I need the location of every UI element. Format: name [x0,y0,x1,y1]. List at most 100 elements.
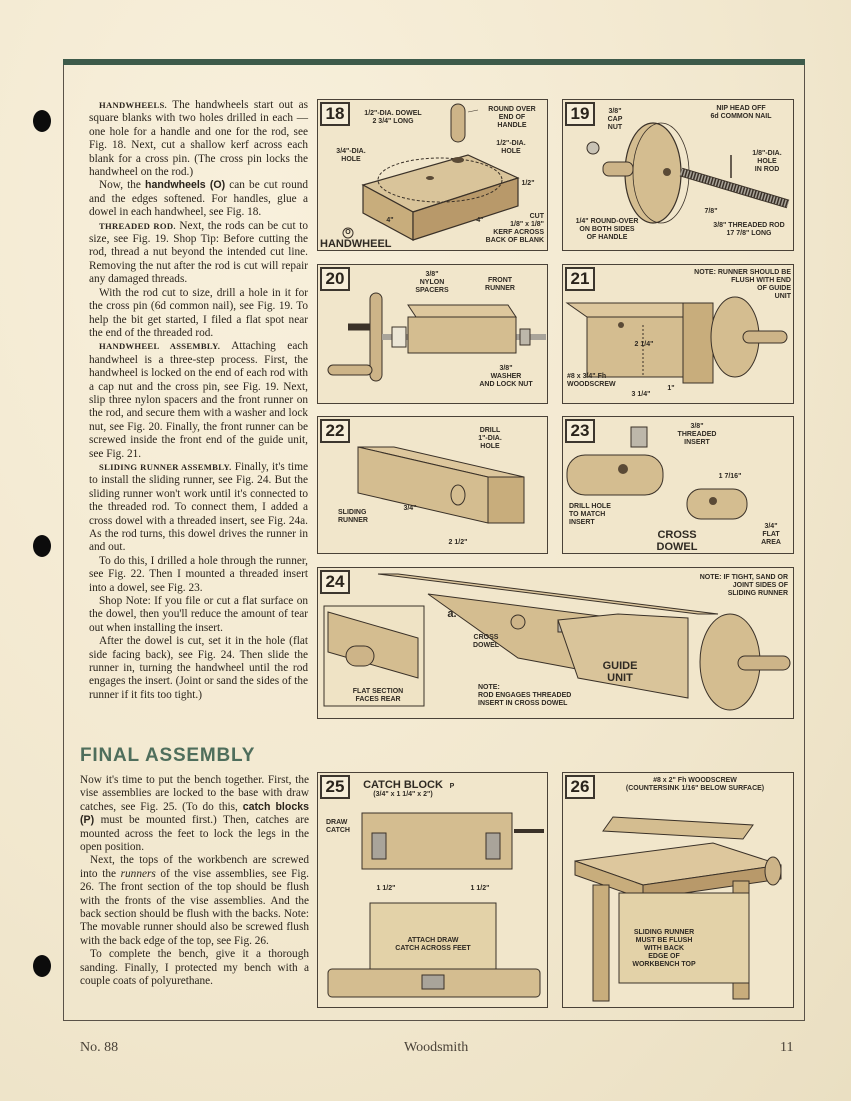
subhead: THREADED ROD. [99,220,176,231]
figure-number: 18 [320,102,350,126]
label-dim: 7/8" [704,208,718,215]
magazine-name: Woodsmith [404,1040,469,1055]
binder-hole [33,535,51,557]
sliding-runner-drawing [357,446,525,524]
page-number: 11 [780,1040,794,1055]
label-spacers: 3/8" NYLON SPACERS [415,271,449,294]
paragraph: After the dowel is cut, set it in the ho… [89,635,308,701]
label-draw-catch: DRAW CATCH [326,819,350,834]
label-flat-section: FLAT SECTION FACES REAR [352,688,404,703]
label-cross-dowel: CROSS DOWEL [472,634,500,649]
paragraph: With the rod cut to size, drill a hole i… [89,286,308,339]
figure-25: 25 CATCH BLOCK (3/4" x 1 1/4" x 2") P DR… [317,772,548,1008]
paragraph: Shop Note: If you file or cut a flat sur… [89,595,308,634]
label-washer: 3/8" WASHER AND LOCK NUT [479,365,533,388]
figure-18: 18 1/2"-DIA. DOWEL 2 3/4" LONG ROUND OVE… [317,99,548,251]
label-screw: #8 x 3/4" Fh WOODSCREW [567,373,616,388]
label-cap-nut: 3/8" CAP NUT [607,108,623,131]
paragraph: of the vise assemblies, see Fig. 26. The… [80,867,309,947]
figure-number: 20 [320,267,350,291]
front-runner-drawing [327,292,546,382]
detail-letter: a. [447,608,457,620]
label-roundover: 1/4" ROUND-OVER ON BOTH SIDES OF HANDLE [575,218,639,241]
header-rule [63,59,805,65]
cross-dowel-drawing [566,426,748,520]
paragraph: Now it's time to put the bench together.… [80,774,309,813]
part-name: CROSS DOWEL [656,529,698,553]
article-column-top: HANDWHEELS. The handwheels start out as … [89,99,308,702]
paragraph: must be mounted first.) Then, catches ar… [80,814,309,854]
label-dim: 1 1/2" [470,885,490,892]
guide-unit-drawing [565,296,788,384]
label-dim: 1/2" [521,180,535,187]
figure-number: 26 [565,775,595,799]
label-dim: 2 1/2" [448,539,468,546]
label-drill-hole: DRILL HOLE TO MATCH INSERT [569,503,611,526]
label-three-quarter-hole: 3/4"-DIA. HOLE [336,148,366,163]
figure-number: 24 [320,570,350,594]
label-dim: 4" [476,217,484,224]
label-drill: DRILL 1"-DIA. HOLE [478,427,502,450]
threaded-rod-drawing [586,122,790,224]
section-heading: FINAL ASSEMBLY [80,745,256,766]
subhead: HANDWHEELS. [99,100,168,110]
label-size: (3/4" x 1 1/4" x 2") [373,791,433,798]
label-dowel: 1/2"-DIA. DOWEL 2 3/4" LONG [364,110,422,125]
label-kerf: CUT 1/8" x 1/8" KERF ACROSS BACK OF BLAN… [485,213,544,244]
label-dim: 4" [386,217,394,224]
label-dim: 1 7/16" [718,473,742,480]
part-letter: P [449,783,455,790]
figure-number: 21 [565,267,595,291]
part-name: HANDWHEEL [320,238,392,250]
label-dim: 2 1/4" [634,341,654,348]
label-roundover: ROUND OVER END OF HANDLE [488,106,536,129]
label-threaded-rod: 3/8" THREADED ROD 17 7/8" LONG [713,222,785,237]
label-half-hole: 1/2"-DIA. HOLE [496,140,526,155]
paragraph: Next, the rods can be cut to size, see F… [89,219,308,286]
subhead: SLIDING RUNNER ASSEMBLY. [99,461,232,472]
label-front-runner: FRONT RUNNER [485,277,515,292]
label-note: NOTE: IF TIGHT, SAND OR JOINT SIDES OF S… [699,574,788,597]
label-insert: 3/8" THREADED INSERT [677,423,717,446]
figure-22: 22 DRILL 1"-DIA. HOLE SLIDING RUNNER 3/4… [317,416,548,554]
draw-catch-drawing [327,812,544,998]
figure-number: 23 [565,419,595,443]
figure-21: 21 NOTE: RUNNER SHOULD BE FLUSH WITH END… [562,264,794,404]
content-frame [63,65,805,1021]
label-dim: 3/4" [403,505,417,512]
figure-number: 22 [320,419,350,443]
part-callout: catch blocks (P) [80,800,309,827]
handwheel-drawing [342,103,520,242]
paragraph: The handwheels start out as square blank… [89,99,308,179]
vise-assembly-drawing [323,573,791,711]
paragraph: To do this, I drilled a hole through the… [89,554,308,594]
paragraph: To complete the bench, give it a thoroug… [80,948,309,988]
label-note: NOTE: RUNNER SHOULD BE FLUSH WITH END OF… [694,269,791,300]
paragraph: Now, the [99,179,141,192]
issue-number: No. 88 [80,1040,119,1055]
label-dim: 3 1/4" [631,391,651,398]
label-sliding-runner: SLIDING RUNNER [338,509,368,524]
figure-24: 24 NOTE: IF TIGHT, SAND OR JOINT SIDES O… [317,567,794,719]
paragraph: Finally, it's time to install the slidin… [89,460,308,554]
part-callout: handwheels (O) [145,179,226,192]
binder-hole [33,110,51,132]
emphasis: runners [120,867,156,880]
article-column-bottom: Now it's time to put the bench together.… [80,774,309,989]
label-nail: NIP HEAD OFF 6d COMMON NAIL [710,105,772,120]
label-rod-hole: 1/8"-DIA. HOLE IN ROD [752,150,782,173]
binder-hole [33,955,51,977]
label-attach: ATTACH DRAW CATCH ACROSS FEET [395,937,471,952]
figure-20: 20 3/8" NYLON SPACERS FRONT RUNNER 3/8" … [317,264,548,404]
figure-number: 25 [320,775,350,799]
subhead: HANDWHEEL ASSEMBLY. [99,341,221,352]
paragraph: can be cut round and the edges softened.… [89,179,309,219]
label-flat-area: 3/4" FLAT AREA [761,523,781,546]
label-sliding-runner-note: SLIDING RUNNER MUST BE FLUSH WITH BACK E… [632,929,696,968]
label-dim: 1" [667,385,675,392]
figure-19: 19 3/8" CAP NUT NIP HEAD OFF 6d COMMON N… [562,99,794,251]
part-name: GUIDE UNIT [602,660,638,684]
part-name: CATCH BLOCK [363,779,443,791]
figure-26: 26 #8 x 2" Fh WOODSCREW (COUNTERSINK 1/1… [562,772,794,1008]
